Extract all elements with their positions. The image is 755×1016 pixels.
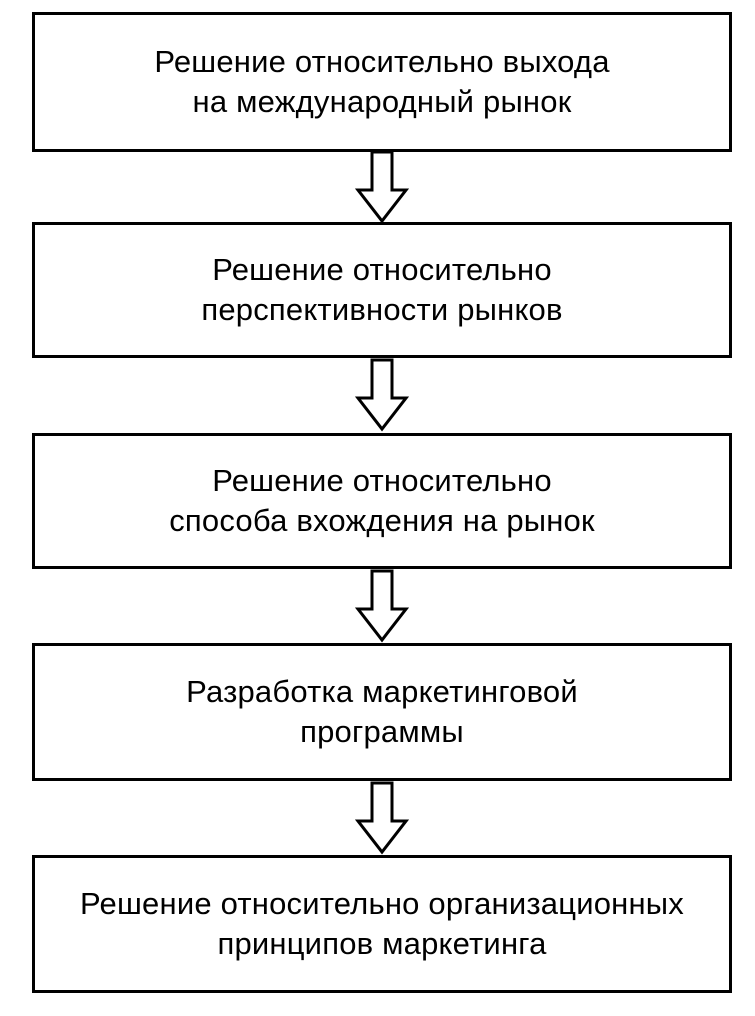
step-4-line-1: Разработка маркетинговой bbox=[186, 674, 578, 709]
step-1-box: Решение относительно выхода на междунаро… bbox=[32, 12, 732, 152]
step-5-line-1: Решение относительно организационных bbox=[80, 886, 684, 921]
step-2-box: Решение относительно перспективности рын… bbox=[32, 222, 732, 358]
step-5-line-2: принципов маркетинга bbox=[217, 926, 547, 961]
step-3-box: Решение относительно способа вхождения н… bbox=[32, 433, 732, 569]
step-1-line-1: Решение относительно выхода bbox=[154, 44, 610, 79]
step-1-line-2: на международный рынок bbox=[192, 84, 572, 119]
down-arrow-icon bbox=[355, 358, 409, 432]
step-3-line-2: способа вхождения на рынок bbox=[169, 503, 595, 538]
step-2-line-1: Решение относительно bbox=[212, 252, 552, 287]
step-3-line-1: Решение относительно bbox=[212, 463, 552, 498]
step-4-line-2: программы bbox=[300, 714, 464, 749]
step-5-box: Решение относительно организационных при… bbox=[32, 855, 732, 993]
down-arrow-icon bbox=[355, 781, 409, 855]
down-arrow-icon bbox=[355, 569, 409, 643]
step-2-line-2: перспективности рынков bbox=[201, 292, 563, 327]
step-4-box: Разработка маркетинговой программы bbox=[32, 643, 732, 781]
down-arrow-icon bbox=[355, 150, 409, 224]
